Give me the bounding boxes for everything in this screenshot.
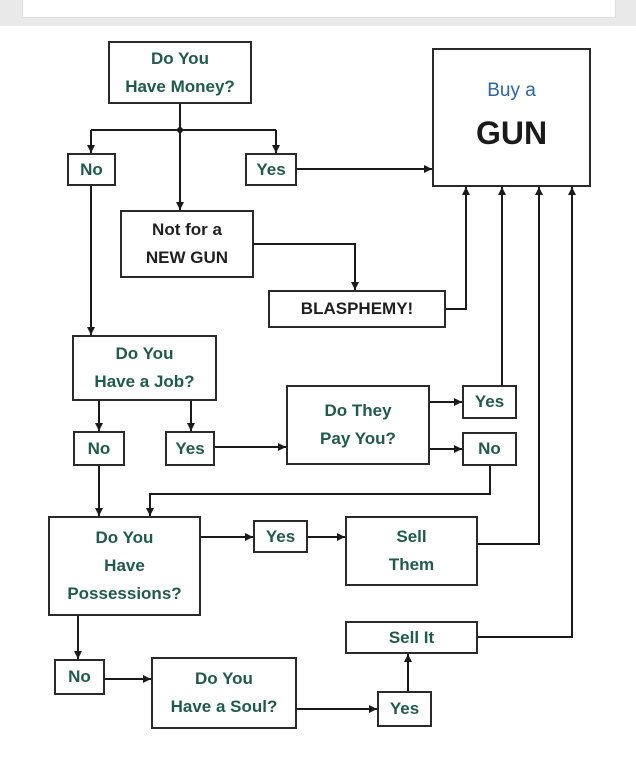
node-no-job-label: No xyxy=(87,438,111,458)
node-no-money-label: No xyxy=(80,159,103,179)
edge-payno-to-possessions xyxy=(146,466,491,516)
node-no-possessions: No xyxy=(54,659,105,695)
buy-a-label: Buy a xyxy=(487,80,536,101)
node-yes-money: Yes xyxy=(245,153,297,186)
node-blasphemy: BLASPHEMY! xyxy=(268,290,446,328)
top-bar xyxy=(22,0,616,18)
node-yes-possessions-label: Yes xyxy=(265,526,296,546)
node-sell-them: Sell Them xyxy=(345,516,478,586)
gun-label: GUN xyxy=(475,115,548,151)
node-no-pay-label: No xyxy=(478,439,501,458)
node-no-job: No xyxy=(73,431,125,466)
node-no-possessions-label: No xyxy=(68,667,91,686)
node-yes-soul-label: Yes xyxy=(389,699,420,718)
node-yes-job: Yes xyxy=(165,431,215,466)
node-blasphemy-label: BLASPHEMY! xyxy=(300,299,414,318)
node-soul-question-label: Do You Have a Soul? xyxy=(170,669,278,716)
node-job-question-label: Do You Have a Job? xyxy=(94,344,195,391)
node-possessions-question: Do You Have Possessions? xyxy=(48,516,201,616)
node-yes-pay-label: Yes xyxy=(474,392,505,411)
node-yes-pay: Yes xyxy=(462,385,517,419)
node-yes-soul: Yes xyxy=(377,691,432,727)
node-money-question: Do You Have Money? xyxy=(108,41,252,104)
node-not-for-new-gun-label: Not for a NEW GUN xyxy=(145,220,229,267)
node-sell-it-label: Sell It xyxy=(388,627,435,647)
edge-sellit-to-gun xyxy=(478,187,576,638)
node-money-question-label: Do You Have Money? xyxy=(125,48,235,96)
edge-notnew-to-blasphemy xyxy=(254,243,359,290)
node-possessions-question-label: Do You Have Possessions? xyxy=(67,528,182,603)
node-sell-them-label: Sell Them xyxy=(388,527,435,574)
node-pay-question-label: Do They Pay You? xyxy=(320,401,396,448)
edge-sellthem-to-gun xyxy=(478,187,543,545)
node-yes-money-label: Yes xyxy=(256,159,286,179)
edge-blasphemy-to-gun xyxy=(446,187,470,310)
node-no-money: No xyxy=(67,153,116,186)
node-no-pay: No xyxy=(462,432,517,466)
node-sell-it: Sell It xyxy=(345,621,478,654)
node-not-for-new-gun: Not for a NEW GUN xyxy=(120,210,254,278)
node-yes-possessions: Yes xyxy=(253,520,308,553)
node-yes-job-label: Yes xyxy=(175,438,205,458)
node-job-question: Do You Have a Job? xyxy=(72,335,217,401)
node-buy-a-gun: Buy a GUN xyxy=(432,48,591,187)
node-soul-question: Do You Have a Soul? xyxy=(151,657,297,729)
node-pay-question: Do They Pay You? xyxy=(286,385,430,465)
